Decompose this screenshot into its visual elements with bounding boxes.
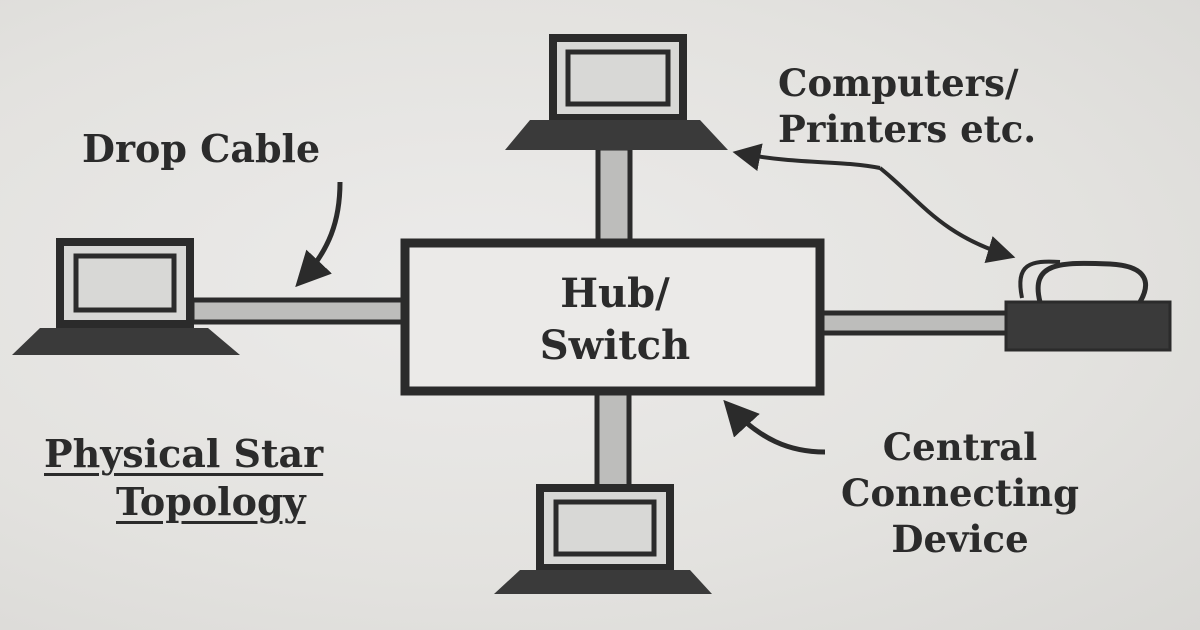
central-label-line3: Device <box>891 517 1029 561</box>
hub-label-line1: Hub/ <box>560 270 670 317</box>
cable-top <box>595 145 633 247</box>
printer-icon <box>1004 259 1172 352</box>
hub-switch-box <box>400 238 825 396</box>
diagram-title: Physical Star Topology <box>44 430 323 526</box>
computer-top-icon <box>505 34 728 150</box>
computer-left-icon <box>12 238 240 355</box>
computers-printers-label: Computers/ Printers etc. <box>778 60 1036 152</box>
computers-label-line1: Computers/ <box>778 61 1019 105</box>
hub-label-line2: Switch <box>539 322 691 369</box>
cable-bottom <box>594 387 632 493</box>
title-line2: Topology <box>116 479 306 524</box>
drop-cable-arrow <box>295 181 343 288</box>
computer-bottom-icon <box>494 484 712 594</box>
computers-arrow-to-printer <box>878 166 1016 263</box>
central-device-arrow <box>723 399 826 455</box>
central-label-line2: Connecting <box>841 471 1079 515</box>
cable-left <box>189 297 407 325</box>
computers-label-line2: Printers etc. <box>778 107 1037 151</box>
central-label-line1: Central <box>882 425 1038 469</box>
computers-arrow-to-top-computer <box>732 143 881 171</box>
central-connecting-device-label: Central Connecting Device <box>790 424 1130 562</box>
hub-switch-label: Hub/ Switch <box>410 268 820 372</box>
drop-cable-label: Drop Cable <box>82 126 321 171</box>
cable-right <box>817 310 1013 336</box>
title-line1: Physical Star <box>44 431 324 476</box>
